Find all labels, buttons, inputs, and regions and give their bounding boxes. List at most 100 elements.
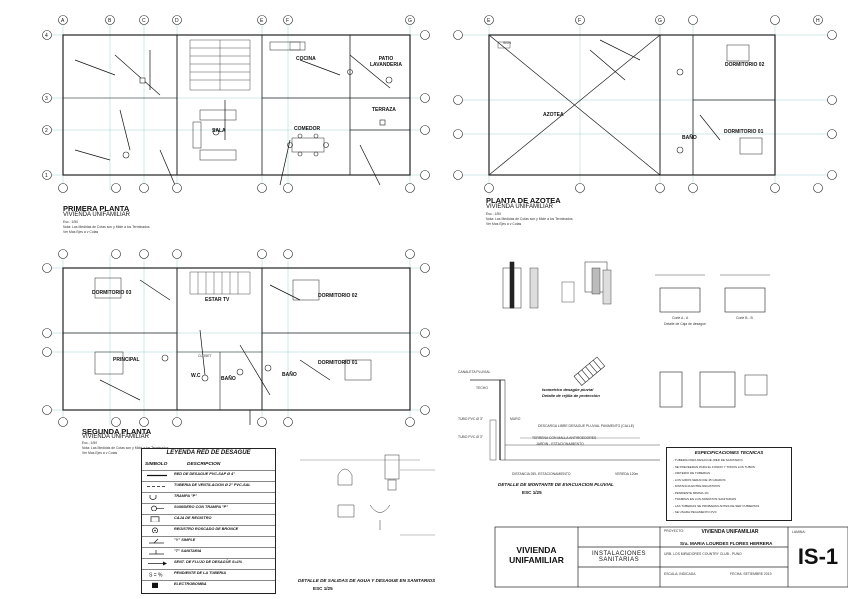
room-sala: SALA bbox=[212, 128, 226, 134]
distancia-label: DISTANCIA DEL ESTACIONAMIENTO bbox=[512, 472, 571, 476]
jardin-label: JARDIN - ESTACIONAMIENTO bbox=[536, 442, 584, 446]
legend-row: ELECTROBOMBA bbox=[142, 580, 275, 590]
axis-az-g: G bbox=[658, 18, 662, 24]
axis-g: G bbox=[408, 18, 412, 24]
titleblock-address: URB. LOS MIRADORES COUNTRY CLUB - PUNO bbox=[664, 552, 742, 556]
room-azotea: AZOTEA bbox=[543, 112, 564, 118]
detalle-caja-label: Detalle de Caja de desague bbox=[664, 322, 706, 326]
legend-symbol-circle bbox=[152, 527, 158, 533]
room-bano-1: BAÑO bbox=[221, 376, 236, 382]
primera-planta-note1: Nota: Las Medidas de Cotas son y Mide a … bbox=[63, 225, 150, 229]
axis-d: D bbox=[175, 18, 179, 24]
svg-text:S = %: S = % bbox=[149, 573, 163, 578]
legend-desc: REGISTRO ROSCADO DE BRONCE bbox=[174, 527, 239, 531]
specs-title: ESPECIFICACIONES TECNICAS bbox=[694, 450, 764, 455]
segunda-planta-subtitle: VIVIENDA UNIFAMILIAR bbox=[82, 434, 150, 440]
titleblock-frame bbox=[494, 526, 848, 588]
titleblock-owner-name: Sra. MARIA LOURDES FLORES HERRERA bbox=[680, 541, 773, 546]
specs-box: ESPECIFICACIONES TECNICAS - TUBERIA PARA… bbox=[666, 447, 792, 521]
room-bano-azotea: BAÑO bbox=[682, 135, 697, 141]
legend-row: "T" SANITARIA bbox=[142, 547, 275, 557]
legend-symbol-line-dash bbox=[147, 486, 167, 487]
spec-line: - PENDIENTE MINIMA 1% bbox=[673, 490, 709, 495]
legend-row: SUMIDERO CON TRAMPA "P" bbox=[142, 503, 275, 513]
room-wc: W.C bbox=[191, 373, 201, 379]
terreno-label: TERRENA CON MALLA ANTIROEDORES bbox=[532, 436, 597, 440]
sanitarios-sketch bbox=[300, 454, 435, 536]
vereda-label: VEREDA 120m bbox=[615, 472, 639, 476]
legend-row: REGISTRO ROSCADO DE BRONCE bbox=[142, 525, 275, 535]
spec-line: - SE USARA PEGAMENTO PVC bbox=[673, 510, 717, 514]
montante-title: DETALLE DE MONTANTE DE EVACUACION PLUVIA… bbox=[498, 482, 614, 487]
segunda-planta-note1: Nota: Las Medidas de Cotas son y Mide a … bbox=[82, 446, 169, 450]
primera-planta-drawing bbox=[48, 22, 420, 190]
axis-az-h: H bbox=[816, 18, 820, 24]
sheet-code: IS-1 bbox=[797, 544, 839, 569]
primera-planta-title: PRIMERA PLANTA bbox=[63, 204, 130, 213]
legend-desc: TRAMPA "P" bbox=[174, 494, 198, 498]
titleblock-date: FECHA: SETIEMBRE 2019 bbox=[730, 572, 772, 576]
room-bano-2: BAÑO bbox=[282, 372, 297, 378]
legend-symbol-trap2 bbox=[151, 505, 164, 511]
legend-desc: PENDIENTE DE LA TUBERIA bbox=[174, 571, 226, 575]
spec-line: - TRAMPAS EN LOS APARATOS SANITARIOS bbox=[673, 497, 737, 501]
room-dormitorio-01: DORMITORIO 01 bbox=[318, 360, 358, 366]
room-dormitorio-01-azotea: DORMITORIO 01 bbox=[724, 129, 764, 135]
legend-desc: RED DE DESAGUE PVC-SAP Ø 4" bbox=[174, 472, 235, 476]
legend-symbol-t bbox=[149, 550, 164, 555]
room-terraza: TERRAZA bbox=[372, 107, 396, 113]
spec-line: - TUBERIA PARA DESAGUE (RED DE SANITARIO… bbox=[673, 458, 743, 462]
tubo-label-1: TUBO PVC Ø 3" bbox=[458, 417, 483, 421]
legend-desc: ELECTROBOMBA bbox=[174, 582, 207, 586]
legend-desc: SUMIDERO CON TRAMPA "P" bbox=[174, 505, 229, 509]
techo-label: TECHO bbox=[476, 386, 488, 390]
titleblock-owner-project: VIVIENDA UNIFAMILIAR bbox=[701, 529, 759, 535]
legend-symbol-slope: S = % bbox=[149, 573, 163, 578]
room-estar-tv: ESTAR TV bbox=[205, 297, 230, 303]
legend-row: SENT. DE FLUJO DE DESAGÜE S=1% bbox=[142, 558, 275, 568]
legend-symbol-square bbox=[152, 582, 158, 588]
legend-symbol-box bbox=[150, 516, 160, 522]
axis-c: C bbox=[142, 18, 146, 24]
spec-line: - CRITERIO DE TUBERIAS bbox=[673, 471, 710, 475]
legend-desc: "Y" SIMPLE bbox=[174, 538, 196, 542]
legend-row: TRAMPA "P" bbox=[142, 492, 275, 502]
segunda-planta-drawing bbox=[48, 255, 420, 425]
salidas-scale: ESC 1/25 bbox=[313, 586, 333, 591]
descarga-label: DESCARGA LIBRE DESAGUE PLUVIAL PAVIMENTO… bbox=[538, 424, 635, 428]
legend-title: LEYENDA RED DE DESAGÜE bbox=[166, 450, 251, 456]
primera-planta-note2: Ver Mas Ejes a v Cotas bbox=[63, 230, 99, 234]
azotea-note1: Nota: Las Medidas de Cotas son y Mide a … bbox=[486, 217, 573, 221]
legend-col-desc: DESCRIPCION bbox=[187, 462, 221, 467]
skin-label: SKIN bbox=[503, 41, 511, 45]
segunda-planta-title: SEGUNDA PLANTA bbox=[82, 427, 152, 436]
legend-symbol-line-solid bbox=[147, 474, 167, 477]
legend-row: TUBERIA DE VENTILACION Ø 2" PVC-SAL bbox=[142, 481, 275, 491]
axis-az-e: E bbox=[487, 18, 491, 24]
tubo-label-2: TUBO PVC Ø 3" bbox=[458, 435, 483, 439]
axis-bubbles bbox=[42, 15, 837, 427]
legend-desc: SENT. DE FLUJO DE DESAGÜE S=1% bbox=[174, 560, 243, 564]
legend-symbol-y bbox=[149, 538, 164, 544]
montante-scale: ESC 1/25 bbox=[522, 490, 542, 495]
canaleta-label: CANALETA PLUVIAL bbox=[458, 370, 491, 374]
iso-title: Isometrico desagüe pluvial bbox=[542, 387, 594, 392]
azotea-scale: Esc.: 1/50 bbox=[486, 212, 502, 216]
azotea-title: PLANTA DE AZOTEA bbox=[486, 196, 561, 205]
room-dormitorio-03: DORMITORIO 03 bbox=[92, 290, 132, 296]
room-dormitorio-02-azotea: DORMITORIO 02 bbox=[725, 62, 765, 68]
legend-symbol-trap bbox=[149, 495, 157, 500]
axis-a: A bbox=[61, 18, 65, 24]
azotea-subtitle: VIVIENDA UNIFAMILIAR bbox=[486, 204, 554, 210]
titleblock-owner-label: PROYECTO: bbox=[664, 529, 684, 533]
azotea-drawing bbox=[460, 22, 830, 195]
segunda-planta-note2: Ver Mas Ejes a v Cotas bbox=[82, 451, 118, 455]
room-dormitorio-02: DORMITORIO 02 bbox=[318, 293, 358, 299]
muro-label: MURO bbox=[510, 417, 521, 421]
details-drawing bbox=[470, 261, 770, 461]
legend-row: CAJA DE REGISTRO bbox=[142, 514, 275, 524]
salidas-title: DETALLE DE SALIDAS DE AGUA Y DESAGUE EN … bbox=[298, 578, 436, 583]
iso-subtitle: Detalle de rejilla de protección bbox=[542, 393, 600, 398]
legend-desc: "T" SANITARIA bbox=[174, 549, 202, 553]
